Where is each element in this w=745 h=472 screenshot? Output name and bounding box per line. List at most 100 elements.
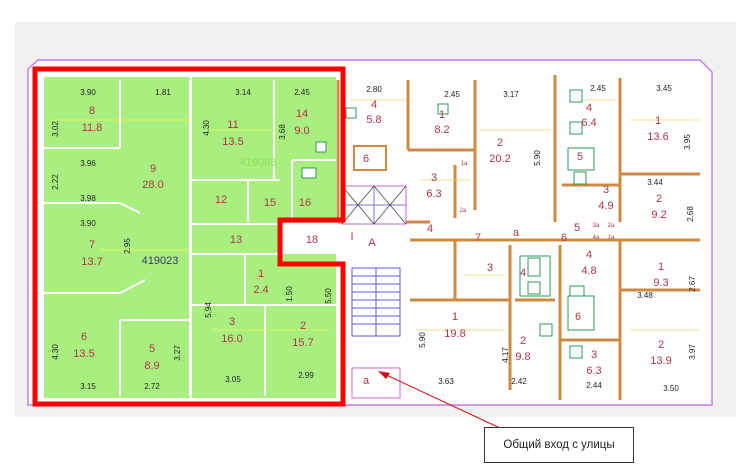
- cell-label: 1a: [608, 235, 615, 241]
- room-area: 19.8: [444, 328, 465, 340]
- room-number: 1: [658, 261, 664, 273]
- dimension: 3.48: [637, 291, 653, 300]
- room-12: 12: [215, 194, 227, 206]
- room-area: 8.2: [434, 124, 449, 136]
- room-number: 2: [300, 320, 306, 332]
- dimension: 1.50: [285, 286, 294, 302]
- room-number: 1: [258, 268, 264, 280]
- room-area: 5.8: [366, 114, 381, 126]
- cell-label: 2a: [608, 223, 615, 229]
- room-area: 8.9: [144, 360, 159, 372]
- dimension: 3.15: [80, 382, 96, 391]
- room-3-lower: 3: [487, 262, 493, 274]
- room-2-far: 29.2: [651, 193, 666, 221]
- corridor-label-6: 6: [561, 232, 567, 244]
- room-6-top: 6: [363, 153, 369, 165]
- room-area: 28.0: [142, 179, 163, 191]
- room-number: 2: [658, 339, 664, 351]
- room-5: 58.9: [144, 343, 159, 372]
- dimension: 3.98: [80, 194, 96, 203]
- entrance-arrow: [378, 371, 501, 429]
- room-3-top: 36.3: [426, 172, 441, 200]
- dimension: 3.63: [438, 377, 454, 386]
- dimension: 2.99: [298, 371, 314, 380]
- callout-text: Общий вход с улицы: [503, 439, 615, 451]
- room-6-mid: 6: [575, 311, 581, 323]
- entrance-callout: Общий вход с улицы: [484, 427, 634, 463]
- room-area: 6.3: [586, 365, 601, 377]
- dimension: 4.17: [501, 347, 510, 363]
- room-area: 15.7: [292, 337, 313, 349]
- dimension: 1.81: [155, 88, 171, 97]
- room-area: 13.6: [647, 131, 668, 143]
- dimension: 5.94: [204, 302, 213, 318]
- dimension: 2.72: [144, 382, 160, 391]
- room-number: 8: [89, 105, 95, 117]
- room-number: 3: [229, 316, 235, 328]
- dimension: 2.42: [511, 377, 527, 386]
- room-number: 6: [575, 311, 581, 323]
- dimension: 3.97: [688, 344, 697, 360]
- room-18: 18: [306, 234, 318, 246]
- highlight-boundary: [32, 66, 346, 407]
- room-number: 6: [81, 331, 87, 343]
- dimension: 2.44: [586, 381, 602, 390]
- room-number: 4: [586, 249, 592, 261]
- room-9: 928.0: [142, 163, 163, 191]
- room-area: 13.5: [73, 348, 94, 360]
- corridor-labels: I A 4 7 a 6 5 a: [350, 222, 580, 387]
- dimension: 3.96: [80, 159, 96, 168]
- cell-label: 2a: [460, 208, 467, 214]
- room-number: 4: [520, 267, 526, 279]
- dimension: 4.30: [202, 120, 211, 136]
- block-id-main: 419023: [142, 255, 179, 267]
- room-2-top: 220.2: [489, 137, 510, 165]
- room-number: 5: [577, 151, 583, 163]
- dimension: 3.02: [51, 121, 60, 137]
- dimension: 3.95: [683, 134, 692, 150]
- room-area: 20.2: [489, 153, 510, 165]
- green-unit-walls: [44, 80, 336, 396]
- green-hatch: [52, 119, 330, 331]
- room-number: 5: [149, 343, 155, 355]
- right-unit-walls: [336, 75, 700, 400]
- room-13: 13: [230, 234, 242, 246]
- room-area: 4.8: [581, 265, 596, 277]
- dimension: 3.17: [503, 90, 519, 99]
- room-number: 4: [586, 102, 592, 114]
- room-8: 811.8: [82, 105, 103, 134]
- room-6: 613.5: [73, 331, 94, 360]
- room-3-green: 316.0: [221, 316, 242, 345]
- dimension: 3.90: [80, 219, 96, 228]
- room-area: 11.8: [82, 122, 103, 134]
- corridor-label-5: 5: [574, 222, 580, 234]
- room-5-right: 5: [577, 151, 583, 163]
- dimension: 3.44: [647, 178, 663, 187]
- room-4-right: 46.4: [581, 102, 596, 129]
- dimensions: 3.90 1.81 3.02 3.96 2.22 3.98 3.90 2.95 …: [51, 84, 697, 393]
- dimension: 3.68: [278, 124, 287, 140]
- room-number: 2: [520, 335, 526, 347]
- dimension: 3.14: [235, 88, 251, 97]
- room-area: 13.5: [222, 136, 243, 148]
- corridor-label-i: I: [350, 231, 353, 243]
- room-15: 15: [264, 197, 276, 209]
- entrance-label: a: [363, 375, 370, 387]
- room-4-lower: 4: [520, 267, 526, 279]
- room-number: 14: [296, 108, 308, 120]
- room-number: 1: [655, 115, 661, 127]
- room-2-lower: 29.8: [515, 335, 530, 363]
- room-1-lower: 119.8: [444, 311, 465, 340]
- cell-label: 4a: [593, 235, 600, 241]
- dimension: 2.80: [366, 85, 382, 94]
- room-number: 3: [591, 349, 597, 361]
- dimension: 2.45: [444, 90, 460, 99]
- room-16: 16: [299, 197, 311, 209]
- room-4-top: 45.8: [366, 99, 381, 126]
- room-number: 13: [230, 234, 242, 246]
- dimension: 5.90: [418, 332, 427, 348]
- room-number: 7: [89, 239, 95, 251]
- room-14: 149.0: [294, 108, 309, 137]
- dimension: 3.50: [663, 384, 679, 393]
